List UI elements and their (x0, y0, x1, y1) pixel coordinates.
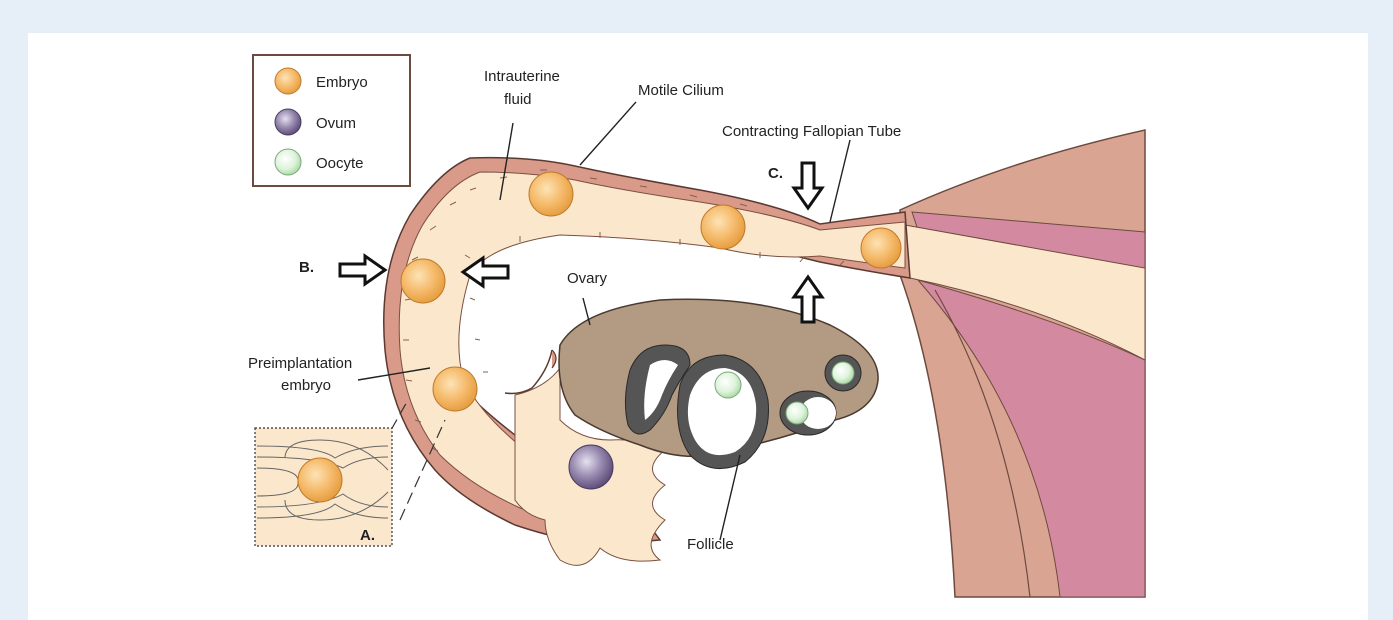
label-intrauterine-fluid-2: fluid (504, 91, 532, 108)
legend-ovum-label: Ovum (316, 115, 356, 132)
ovum (569, 445, 613, 489)
arrow-b-right (340, 256, 385, 284)
embryo (433, 367, 477, 411)
legend-embryo-swatch (275, 68, 301, 94)
oocyte-in-follicle (786, 402, 808, 424)
arrow-c-down (794, 163, 822, 208)
label-panel-b: B. (299, 259, 314, 276)
follicle-large (678, 355, 769, 469)
label-panel-a: A. (360, 527, 375, 544)
oocyte-in-follicle (832, 362, 854, 384)
label-ovary: Ovary (567, 270, 608, 287)
embryo (861, 228, 901, 268)
embryo (529, 172, 573, 216)
label-intrauterine-fluid-1: Intrauterine (484, 68, 560, 85)
uterus (900, 130, 1145, 597)
label-preimplantation-2: embryo (281, 377, 331, 394)
legend-ovum-swatch (275, 109, 301, 135)
label-motile-cilium: Motile Cilium (638, 82, 724, 99)
label-preimplantation-1: Preimplantation (248, 355, 352, 372)
label-contracting-tube: Contracting Fallopian Tube (722, 123, 901, 140)
label-panel-c: C. (768, 165, 783, 182)
legend-oocyte-label: Oocyte (316, 155, 364, 172)
legend: Embryo Ovum Oocyte (253, 55, 410, 186)
legend-embryo-label: Embryo (316, 74, 368, 91)
legend-oocyte-swatch (275, 149, 301, 175)
oocyte-in-follicle (715, 372, 741, 398)
embryo (701, 205, 745, 249)
label-follicle: Follicle (687, 536, 734, 553)
embryo (401, 259, 445, 303)
embryo-inset (298, 458, 342, 502)
